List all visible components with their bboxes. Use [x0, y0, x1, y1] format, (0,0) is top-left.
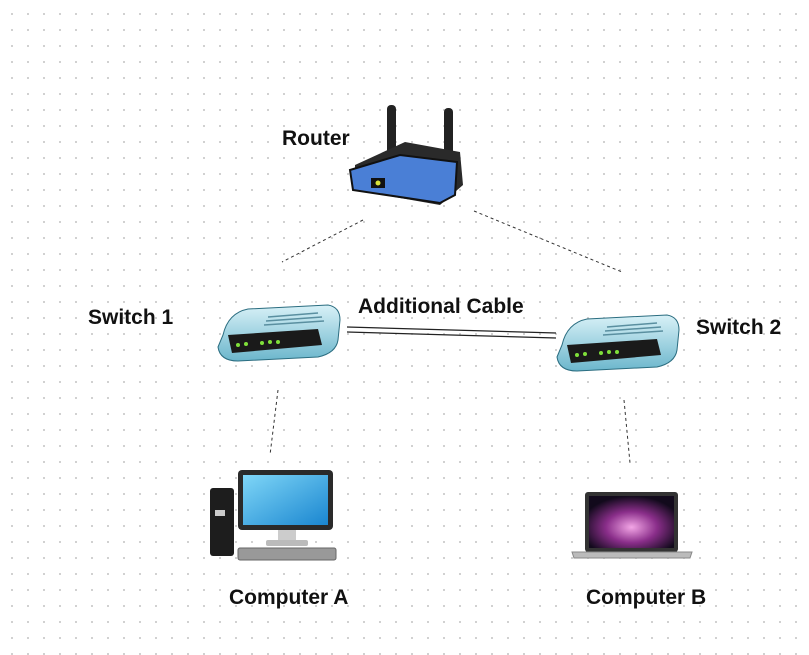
edge-switch1-computer-a — [269, 389, 279, 456]
additional-cable-label: Additional Cable — [358, 295, 524, 318]
switch2-label: Switch 2 — [696, 316, 782, 339]
router-label: Router — [282, 127, 350, 150]
wireless-router-icon — [348, 105, 463, 205]
computer-b-label: Computer B — [586, 586, 707, 609]
edge-switch2-computer-b — [623, 399, 631, 464]
edge-router-switch2 — [473, 210, 623, 273]
edge-router-switch1 — [281, 219, 364, 263]
computer-a-label: Computer A — [229, 586, 349, 609]
switch2-icon — [556, 314, 680, 372]
additional-cable-edge — [346, 326, 557, 339]
desktop-computer-icon — [210, 470, 337, 561]
switch1-label: Switch 1 — [88, 306, 174, 329]
laptop-icon — [571, 492, 693, 559]
switch1-icon — [217, 304, 341, 362]
